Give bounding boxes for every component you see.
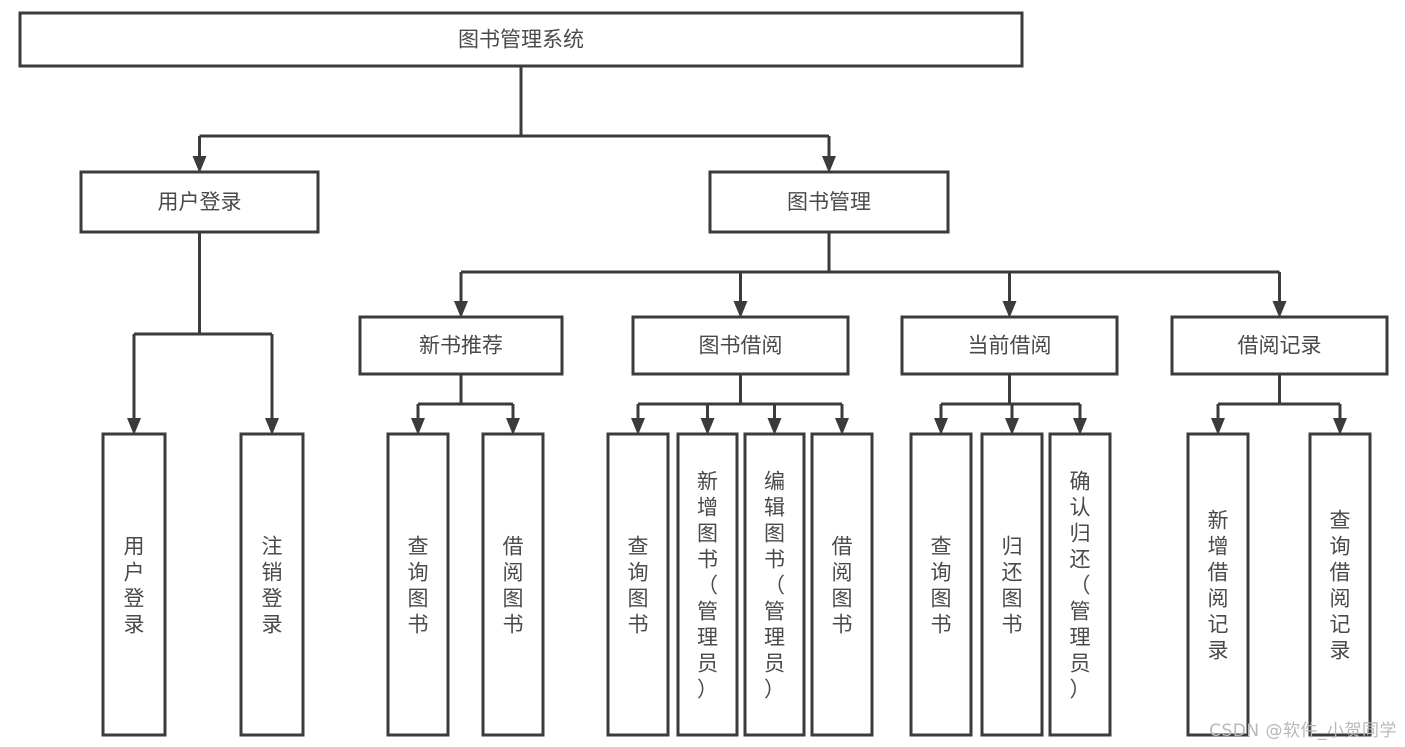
node-box[interactable] — [631, 315, 850, 376]
node-box[interactable] — [386, 432, 450, 737]
node-label: 借阅图书 — [832, 535, 853, 637]
node-l-query-book-1[interactable]: 查询图书 — [386, 432, 450, 737]
node-box[interactable] — [1308, 432, 1372, 737]
arrow-head-icon — [1272, 301, 1287, 318]
node-box[interactable] — [909, 432, 973, 737]
node-label: 归还图书 — [1002, 535, 1023, 637]
node-label: 查询图书 — [408, 535, 429, 637]
node-l-user-login[interactable]: 用户登录 — [101, 432, 167, 737]
node-n-current[interactable]: 当前借阅 — [900, 315, 1119, 376]
node-l-query-book-2[interactable]: 查询图书 — [606, 432, 670, 737]
node-l-edit-book[interactable]: 编辑图书（管理员） — [743, 432, 806, 737]
node-n-new-rec[interactable]: 新书推荐 — [358, 315, 564, 376]
node-box[interactable] — [1048, 432, 1112, 737]
connector-layer — [127, 66, 1347, 435]
arrow-head-icon — [127, 418, 141, 435]
node-label: 新增借阅记录 — [1208, 509, 1229, 663]
node-l-query-book-3[interactable]: 查询图书 — [909, 432, 973, 737]
node-label: 图书管理 — [787, 190, 871, 214]
node-l-confirm-return[interactable]: 确认归还（管理员） — [1048, 432, 1112, 737]
node-box[interactable] — [1170, 315, 1389, 376]
node-l-borrow-book-2[interactable]: 借阅图书 — [810, 432, 874, 737]
arrow-head-icon — [822, 156, 836, 173]
node-label: 注销登录 — [262, 535, 283, 637]
node-box[interactable] — [980, 432, 1044, 737]
node-label: 图书管理系统 — [458, 28, 584, 52]
node-label: 新增图书（管理员） — [697, 470, 718, 702]
node-box[interactable] — [810, 432, 874, 737]
arrow-head-icon — [192, 156, 207, 173]
node-n-book-mgmt[interactable]: 图书管理 — [708, 170, 950, 234]
arrow-head-icon — [934, 418, 948, 435]
node-label: 查询图书 — [628, 535, 649, 637]
node-label: 借阅记录 — [1238, 334, 1322, 358]
arrow-head-icon — [631, 418, 645, 435]
node-box[interactable] — [481, 432, 545, 737]
node-label: 借阅图书 — [503, 535, 524, 637]
node-box[interactable] — [708, 170, 950, 234]
node-n-borrow[interactable]: 图书借阅 — [631, 315, 850, 376]
node-label: 用户登录 — [158, 190, 242, 214]
node-label: 图书借阅 — [699, 334, 783, 358]
node-n-user-login[interactable]: 用户登录 — [79, 170, 320, 234]
node-box[interactable] — [101, 432, 167, 737]
node-box[interactable] — [900, 315, 1119, 376]
arrow-head-icon — [835, 418, 849, 435]
arrow-head-icon — [454, 301, 468, 318]
arrow-head-icon — [265, 418, 279, 435]
node-box[interactable] — [18, 11, 1024, 68]
node-box[interactable] — [1186, 432, 1250, 737]
arrow-head-icon — [767, 418, 782, 435]
arrow-head-icon — [1211, 418, 1225, 435]
node-label: 编辑图书（管理员） — [764, 470, 785, 702]
node-l-query-record[interactable]: 查询借阅记录 — [1308, 432, 1372, 737]
node-label: 用户登录 — [124, 535, 145, 637]
node-label: 查询借阅记录 — [1330, 509, 1351, 663]
node-label: 查询图书 — [931, 535, 952, 637]
node-n-record[interactable]: 借阅记录 — [1170, 315, 1389, 376]
node-box[interactable] — [743, 432, 806, 737]
node-l-add-book[interactable]: 新增图书（管理员） — [676, 432, 739, 737]
node-layer: 图书管理系统用户登录图书管理新书推荐图书借阅当前借阅借阅记录用户登录注销登录查询… — [18, 11, 1389, 737]
node-label: 确认归还（管理员） — [1070, 470, 1091, 702]
node-box[interactable] — [358, 315, 564, 376]
arrow-head-icon — [1002, 301, 1017, 318]
node-l-user-logout[interactable]: 注销登录 — [239, 432, 305, 737]
node-box[interactable] — [606, 432, 670, 737]
arrow-head-icon — [700, 418, 715, 435]
arrow-head-icon — [733, 301, 748, 318]
arrow-head-icon — [1333, 418, 1347, 435]
node-box[interactable] — [239, 432, 305, 737]
arrow-head-icon — [506, 418, 520, 435]
node-l-borrow-book-1[interactable]: 借阅图书 — [481, 432, 545, 737]
node-l-return-book[interactable]: 归还图书 — [980, 432, 1044, 737]
arrow-head-icon — [411, 418, 425, 435]
node-box[interactable] — [676, 432, 739, 737]
node-box[interactable] — [79, 170, 320, 234]
arrow-head-icon — [1073, 418, 1087, 435]
node-l-add-record[interactable]: 新增借阅记录 — [1186, 432, 1250, 737]
node-label: 新书推荐 — [419, 334, 503, 358]
node-label: 当前借阅 — [968, 334, 1052, 358]
arrow-head-icon — [1005, 418, 1019, 435]
node-root[interactable]: 图书管理系统 — [18, 11, 1024, 68]
